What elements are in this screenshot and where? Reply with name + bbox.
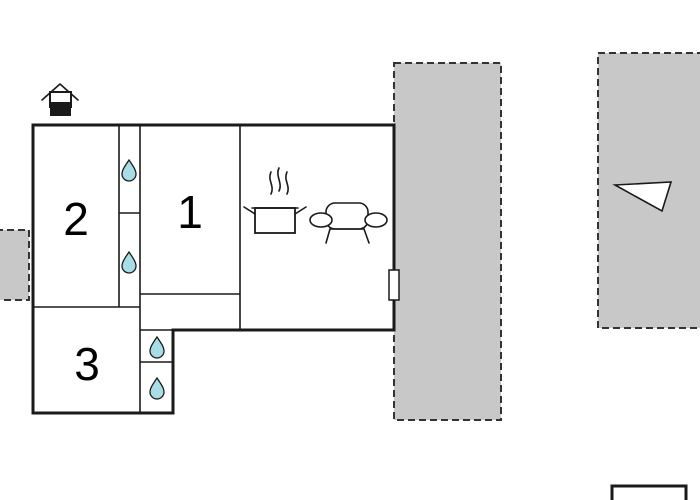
terrace-left <box>0 229 30 301</box>
terrace-door <box>388 269 400 301</box>
room-label-1: 1 <box>177 186 203 238</box>
water-drop-icon <box>149 376 165 400</box>
sofa-icon <box>309 202 388 244</box>
interior-walls <box>33 125 241 413</box>
room-label-3: 3 <box>74 338 100 390</box>
north-arrow-icon <box>612 181 673 213</box>
water-drop-icon <box>149 335 165 359</box>
outbuilding <box>610 484 688 500</box>
cooking-pot-icon <box>243 167 307 234</box>
water-drop-icon <box>121 158 137 182</box>
entrance-icon <box>41 83 79 116</box>
water-drop-icon <box>121 250 137 274</box>
room-label-2: 2 <box>63 193 89 245</box>
terrace-right <box>393 62 502 421</box>
